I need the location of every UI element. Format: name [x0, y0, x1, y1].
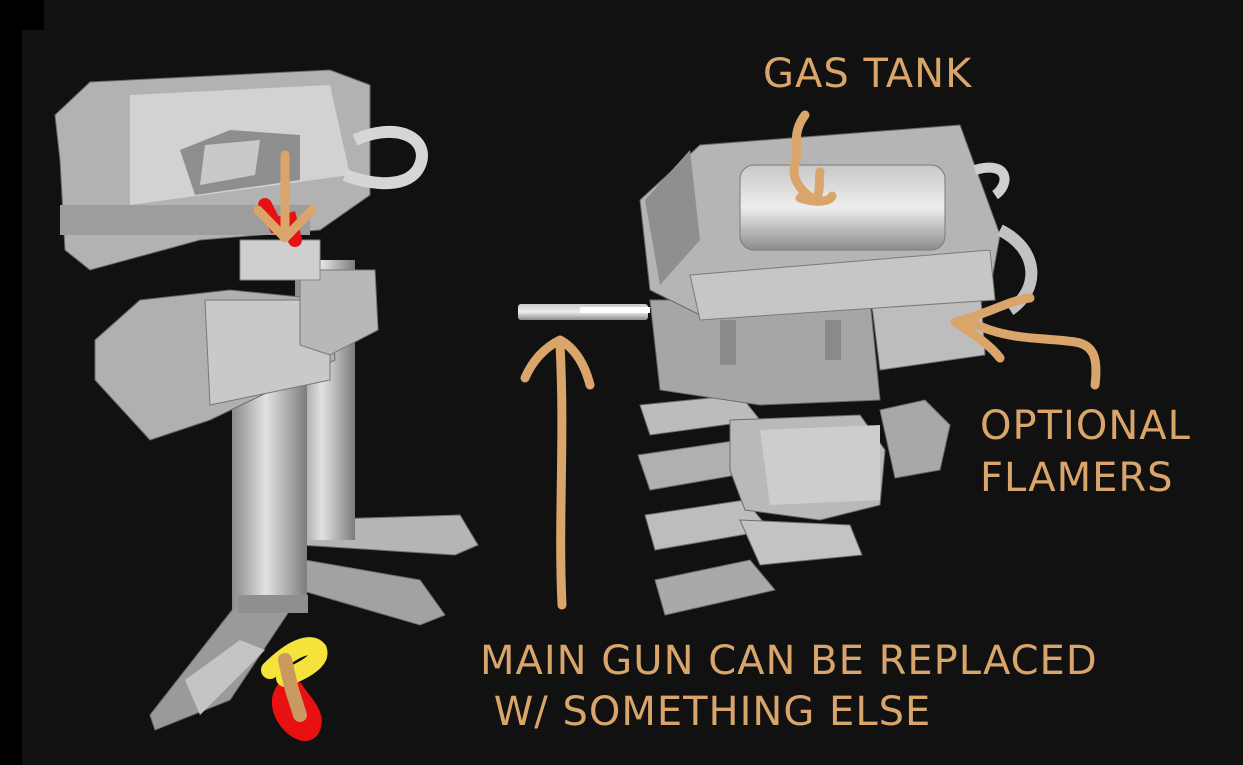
gas-tank-arrow [789, 110, 837, 206]
optional-flamers-label-line1: OPTIONAL [980, 403, 1191, 449]
main-gun-label-line2: W/ SOMETHING ELSE [480, 689, 932, 735]
marker-scribbles [253, 150, 328, 741]
main-gun-arrow [520, 335, 595, 610]
optional-flamers-label-line2: FLAMERS [980, 455, 1174, 501]
turret-side-view [54, 69, 479, 731]
turret-angled-view [518, 124, 1038, 616]
flamers-arrow [950, 293, 1101, 390]
gas-tank-label: GAS TANK [763, 51, 973, 97]
main-gun-label-line1: MAIN GUN CAN BE REPLACED [480, 638, 1098, 684]
